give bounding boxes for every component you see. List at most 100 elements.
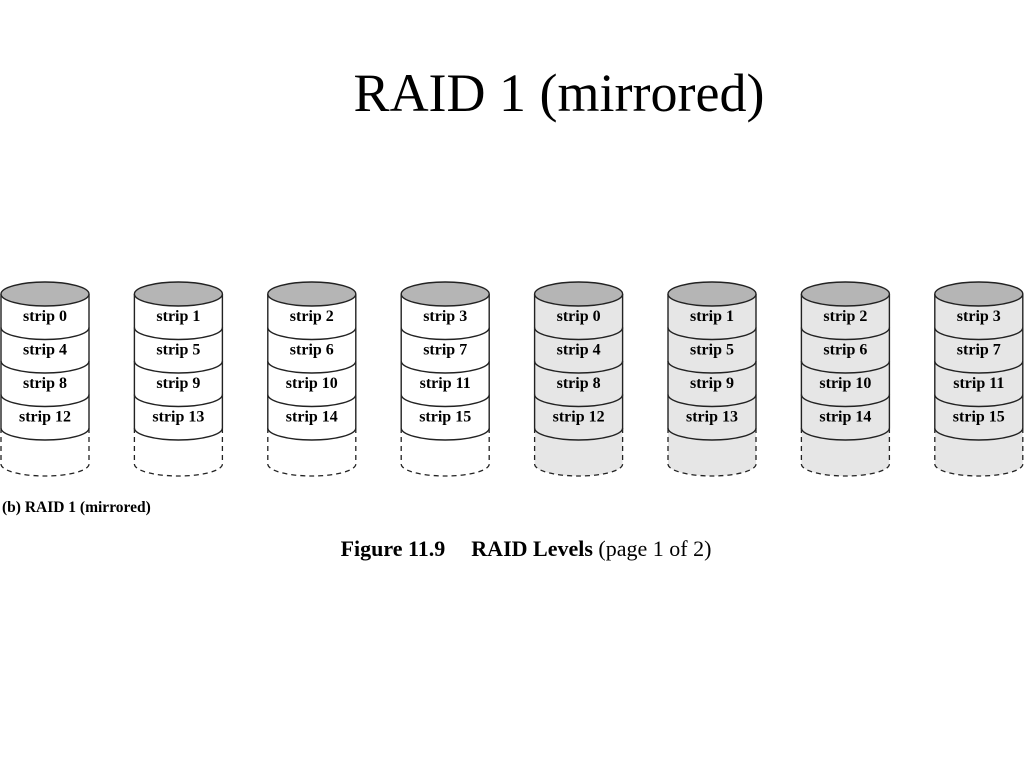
disk-unused-bottom (533, 463, 624, 477)
strip-label: strip 12 (19, 408, 71, 425)
disk-body (1, 294, 89, 476)
disk-body (134, 294, 223, 476)
disk-top (934, 281, 1024, 307)
strip-label: strip 0 (23, 308, 67, 325)
strip-label: strip 13 (686, 408, 738, 425)
strip-label: strip 4 (557, 341, 601, 358)
disk-body (934, 294, 1023, 476)
strip-label: strip 9 (156, 375, 200, 392)
figure-caption: Figure 11.9 RAID Levels (page 1 of 2) (0, 536, 1024, 562)
strip-label: strip 3 (423, 308, 467, 325)
strip-divider (267, 394, 357, 408)
strip-label: strip 9 (690, 375, 734, 392)
disk-body (534, 294, 623, 476)
strip-label: strip 1 (156, 308, 200, 325)
strip-label: strip 8 (557, 375, 601, 392)
disk-unused-bottom (267, 463, 357, 477)
strip-divider (133, 427, 224, 441)
strip-label: strip 12 (553, 408, 605, 425)
data-disk: strip 2 strip 6 strip 10 strip 14 (267, 281, 357, 477)
strip-label: strip 6 (290, 341, 334, 358)
strip-divider (533, 327, 624, 341)
strip-divider (0, 394, 90, 408)
strip-label: strip 14 (819, 408, 871, 425)
strip-label: strip 11 (420, 375, 471, 392)
strip-divider (0, 327, 90, 341)
disk-top (133, 281, 224, 307)
disk-body (267, 294, 356, 476)
disk-unused-bottom (133, 463, 224, 477)
strip-divider (800, 360, 891, 374)
mirror-disk: strip 1 strip 5 strip 9 strip 13 (667, 281, 757, 477)
strip-label: strip 11 (953, 375, 1004, 392)
strip-divider (667, 360, 757, 374)
strip-label: strip 13 (152, 408, 204, 425)
strip-label: strip 5 (690, 341, 734, 358)
strip-divider (0, 360, 90, 374)
strip-divider (133, 360, 224, 374)
strip-divider (800, 394, 891, 408)
strip-divider (400, 427, 490, 441)
data-disk: strip 0 strip 4 strip 8 strip 12 (0, 281, 90, 477)
strip-divider (533, 427, 624, 441)
strip-label: strip 10 (286, 375, 338, 392)
strip-label: strip 6 (823, 341, 867, 358)
disk-unused-bottom (400, 463, 490, 477)
disk-unused-bottom (934, 463, 1024, 477)
strip-divider (133, 394, 224, 408)
disk-body (401, 294, 490, 476)
strip-divider (667, 394, 757, 408)
strip-label: strip 15 (953, 408, 1005, 425)
disk-top (267, 281, 357, 307)
strip-divider (800, 327, 891, 341)
disk-body (801, 294, 890, 476)
disk-top (0, 281, 90, 307)
disk-unused-bottom (800, 463, 891, 477)
strip-divider (934, 427, 1024, 441)
figure-note: (page 1 of 2) (598, 536, 712, 561)
strip-label: strip 0 (557, 308, 601, 325)
strip-divider (667, 427, 757, 441)
mirror-disk: strip 3 strip 7 strip 11 strip 15 (934, 281, 1024, 477)
disk-top (400, 281, 490, 307)
disk-top (667, 281, 757, 307)
strip-divider (800, 427, 891, 441)
strip-label: strip 15 (419, 408, 471, 425)
strip-label: strip 2 (290, 308, 334, 325)
slide-title: RAID 1 (mirrored) (353, 63, 765, 123)
strip-divider (934, 327, 1024, 341)
strip-label: strip 14 (286, 408, 338, 425)
strip-divider (533, 360, 624, 374)
mirror-disk: strip 2 strip 6 strip 10 strip 14 (800, 281, 891, 477)
disk-unused-bottom (667, 463, 757, 477)
strip-divider (400, 327, 490, 341)
strip-label: strip 4 (23, 341, 67, 358)
strip-divider (267, 360, 357, 374)
strip-label: strip 10 (819, 375, 871, 392)
strip-divider (667, 327, 757, 341)
disk-top (533, 281, 624, 307)
subfigure-caption: (b) RAID 1 (mirrored) (2, 499, 151, 516)
strip-divider (0, 427, 90, 441)
strip-divider (934, 360, 1024, 374)
strip-label: strip 3 (957, 308, 1001, 325)
strip-divider (533, 394, 624, 408)
disk-unused-bottom (0, 463, 90, 477)
strip-label: strip 8 (23, 375, 67, 392)
strip-label: strip 1 (690, 308, 734, 325)
strip-divider (400, 360, 490, 374)
strip-divider (267, 327, 357, 341)
strip-label: strip 5 (156, 341, 200, 358)
strip-divider (267, 427, 357, 441)
figure-title: RAID Levels (471, 536, 593, 561)
disk-body (668, 294, 756, 476)
figure-number: Figure 11.9 (340, 536, 446, 561)
strip-divider (934, 394, 1024, 408)
data-disk: strip 1 strip 5 strip 9 strip 13 (133, 281, 224, 477)
strip-divider (400, 394, 490, 408)
mirror-disk: strip 0 strip 4 strip 8 strip 12 (533, 281, 624, 477)
strip-label: strip 7 (957, 341, 1001, 358)
strip-label: strip 2 (823, 308, 867, 325)
